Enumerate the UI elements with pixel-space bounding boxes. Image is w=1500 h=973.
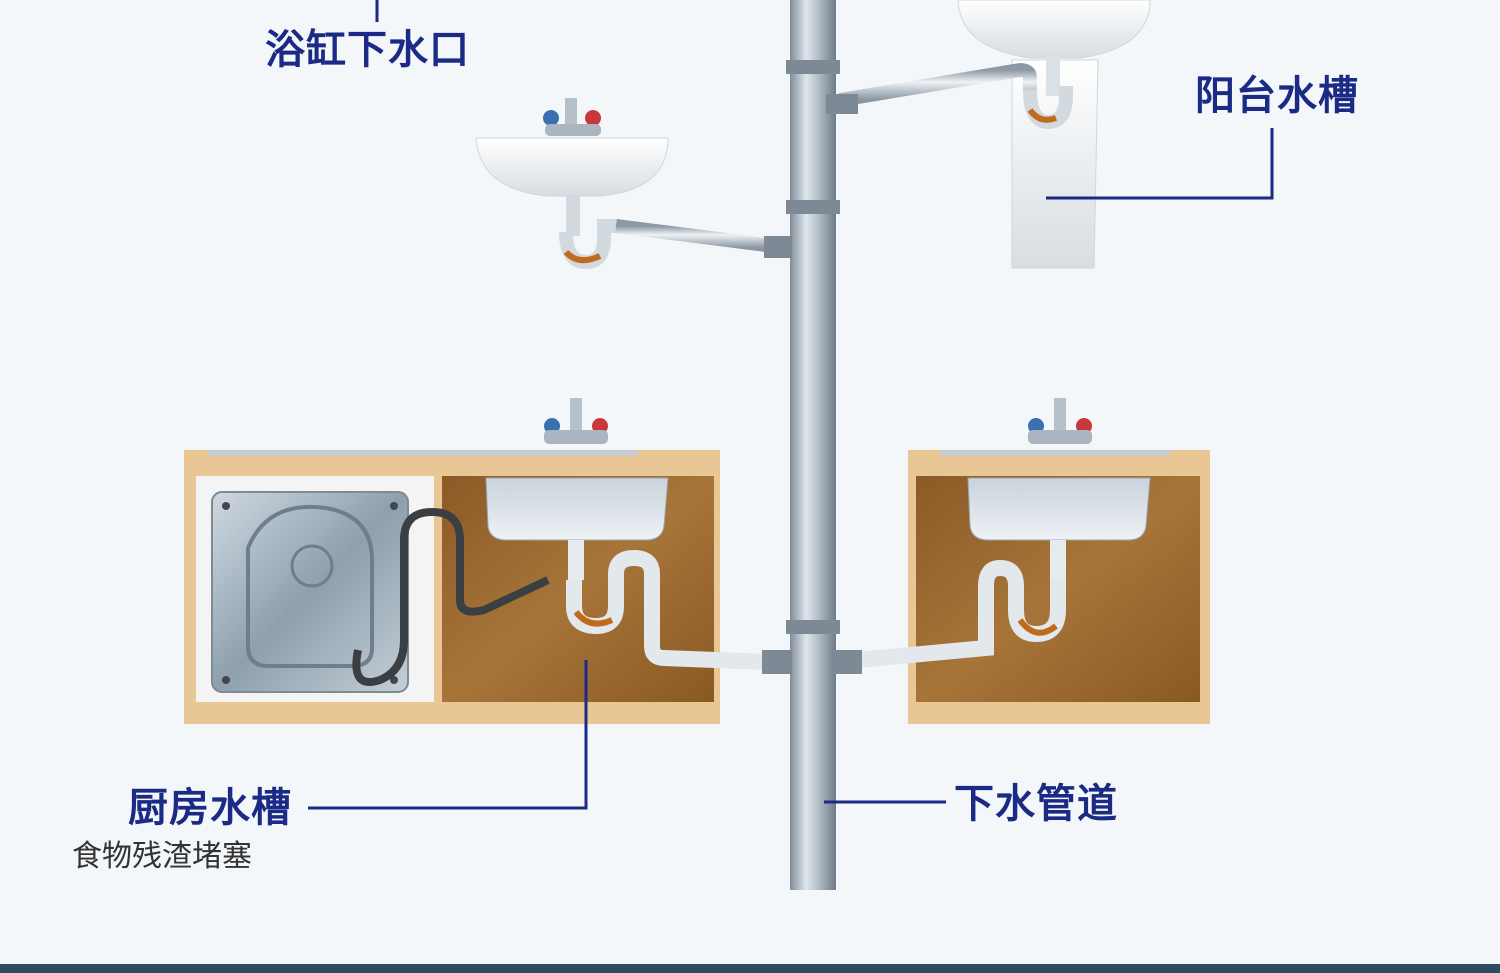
label-drain-pipe: 下水管道	[954, 781, 1118, 827]
label-kitchen-sink: 厨房水槽	[128, 785, 292, 831]
wall-basin	[475, 98, 792, 270]
bottom-bar	[0, 964, 1500, 973]
right-cabinet	[832, 398, 1210, 724]
label-balcony-sink: 阳台水槽	[1195, 73, 1359, 119]
label-bathtub-drain: 浴缸下水口	[265, 27, 470, 73]
leader-balcony	[1046, 128, 1274, 200]
kitchen-cabinet	[184, 398, 792, 724]
leader-lines	[308, 0, 1274, 810]
drain-pipe-vertical	[786, 0, 840, 890]
label-kitchen-sink-note: 食物残渣堵塞	[72, 839, 252, 874]
leader-kitchen	[308, 660, 588, 810]
balcony-sink-pedestal	[826, 0, 1151, 269]
